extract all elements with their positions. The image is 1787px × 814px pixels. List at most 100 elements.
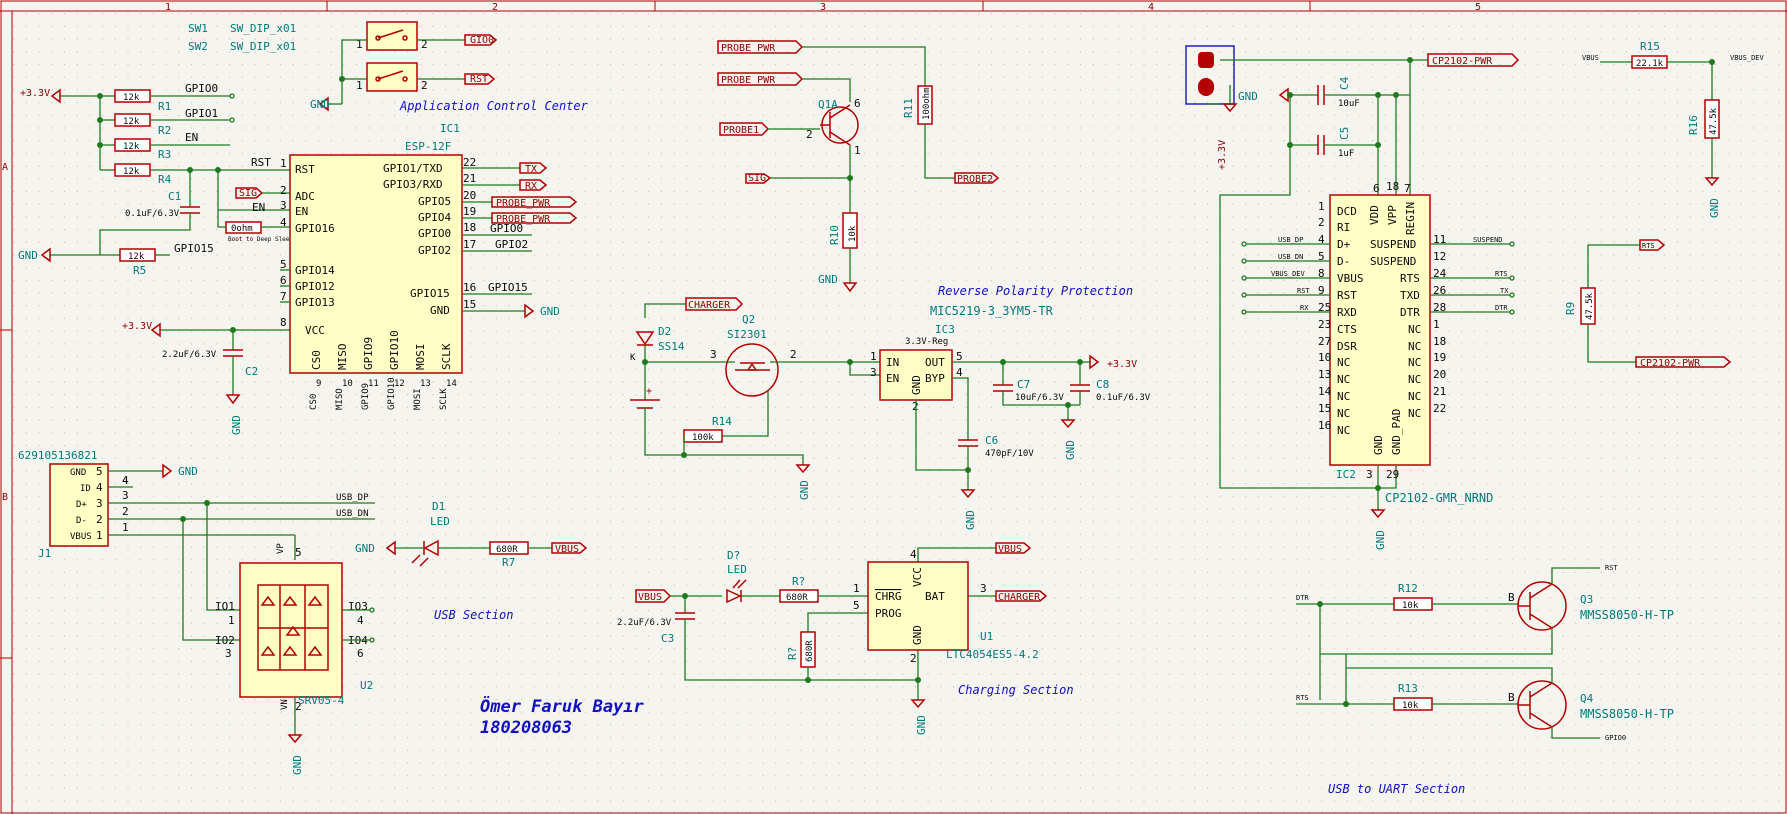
svg-text:SUSPEND: SUSPEND <box>1370 255 1416 268</box>
net-label-probe-pwr[interactable] <box>717 72 804 86</box>
svg-text:Q4: Q4 <box>1580 692 1594 705</box>
charge-led-symbol[interactable] <box>726 588 742 604</box>
net-label-gio0[interactable] <box>464 34 498 46</box>
svg-text:6: 6 <box>357 647 364 660</box>
net-label-vbus[interactable] <box>995 542 1032 554</box>
r4-ref: R4 <box>158 173 172 186</box>
svg-text:RXD: RXD <box>1337 306 1357 319</box>
sw2-body[interactable] <box>366 62 418 92</box>
svg-text:7: 7 <box>280 290 287 303</box>
net-text: GPIO15 <box>488 281 528 294</box>
net-label-vbus[interactable] <box>551 542 588 554</box>
net-label-text: SIG <box>239 188 257 199</box>
svg-text:GND: GND <box>355 542 375 555</box>
ic1-value: ESP-12F <box>405 140 451 153</box>
svg-text:MIC5219-3_3YM5-TR: MIC5219-3_3YM5-TR <box>930 304 1054 318</box>
d2-symbol[interactable] <box>635 331 655 346</box>
svg-text:IC3: IC3 <box>935 323 955 336</box>
svg-text:47.5k: 47.5k <box>1709 107 1719 135</box>
svg-text:VBUS_DEV: VBUS_DEV <box>1730 54 1765 62</box>
svg-text:680R: 680R <box>786 593 808 603</box>
svg-text:IO2: IO2 <box>215 634 235 647</box>
net-label-cp2102-pwr[interactable] <box>1427 53 1520 67</box>
col-label: 4 <box>1148 2 1154 13</box>
svg-text:CP2102-PWR: CP2102-PWR <box>1640 358 1701 369</box>
probe-circuit: PROBE_PWR 100ohm R11 PROBE2 PROBE_PWR 6 … <box>717 40 1000 293</box>
svg-text:21: 21 <box>463 172 476 185</box>
svg-text:REGIN: REGIN <box>1404 202 1417 235</box>
svg-text:MISO: MISO <box>336 344 349 371</box>
svg-text:GND: GND <box>291 755 304 775</box>
svg-text:1: 1 <box>122 521 129 534</box>
section-app-control: Application Control Center <box>399 99 589 113</box>
svg-text:U1: U1 <box>980 630 993 643</box>
net-label-probe-pwr[interactable] <box>491 212 578 224</box>
charger-ic-u1[interactable]: CHRG PROG BAT VCC 4 GND 2 U1 LTC4054ES5-… <box>867 548 1039 665</box>
svg-text:MMSS8050-H-TP: MMSS8050-H-TP <box>1580 707 1674 721</box>
svg-text:GND: GND <box>964 510 977 530</box>
author-name: Ömer Faruk Bayır <box>480 695 645 717</box>
net-label-sig[interactable] <box>745 173 772 184</box>
net-label-tx[interactable] <box>519 162 548 174</box>
svg-text:16: 16 <box>1318 419 1331 432</box>
c2-ref: C2 <box>245 365 258 378</box>
svg-text:NC: NC <box>1337 373 1350 386</box>
svg-text:SCLK: SCLK <box>439 388 449 410</box>
svg-text:Q1A: Q1A <box>818 98 838 111</box>
r-value: 12k <box>128 252 145 262</box>
svg-text:5: 5 <box>956 350 963 363</box>
svg-text:NC: NC <box>1408 373 1421 386</box>
svg-text:R?: R? <box>786 647 799 660</box>
net-label-cp2102-pwr[interactable] <box>1635 356 1732 368</box>
svg-text:NC: NC <box>1408 356 1421 369</box>
svg-text:J1: J1 <box>38 547 51 560</box>
svg-text:RTS: RTS <box>1642 242 1655 250</box>
author-student-id: 180208063 <box>480 718 572 738</box>
q2-symbol[interactable] <box>725 343 779 397</box>
net-label-vbus[interactable] <box>635 589 672 603</box>
net-label-rx[interactable] <box>519 179 548 191</box>
net-label-probe1[interactable] <box>719 122 770 136</box>
net-label-sig[interactable] <box>235 187 264 199</box>
svg-text:GND: GND <box>430 304 450 317</box>
net-label-probe-pwr[interactable] <box>717 40 804 54</box>
svg-text:CP2102-GMR_NRND: CP2102-GMR_NRND <box>1385 491 1493 505</box>
svg-text:PROBE2: PROBE2 <box>957 174 993 185</box>
svg-text:1uF: 1uF <box>1338 149 1354 159</box>
net-label-probe-pwr[interactable] <box>491 196 578 208</box>
svg-text:PROG: PROG <box>875 607 902 620</box>
svg-text:GPIO10: GPIO10 <box>388 330 401 370</box>
svg-text:VBUS_DEV: VBUS_DEV <box>1271 270 1306 278</box>
svg-text:B: B <box>1508 691 1515 704</box>
svg-text:12: 12 <box>1433 250 1446 263</box>
net-label-rts[interactable] <box>1639 239 1666 251</box>
right-passives: VBUS 22.1k R15 VBUS_DEV 47.5k R16 GND RT… <box>1564 40 1765 369</box>
c1-ref: C1 <box>168 190 181 203</box>
svg-text:SCLK: SCLK <box>440 343 453 370</box>
ldo-regulator[interactable]: MIC5219-3_3YM5-TR IC3 3.3V-Reg IN1 EN3 O… <box>870 304 1151 530</box>
sw1-value: SW_DIP_x01 <box>230 22 296 35</box>
cp2102-net-stubs: USB_DP USB_DN VBUS_DEV RST RX SUSPEND RT… <box>1241 236 1515 315</box>
svg-text:GPIO13: GPIO13 <box>295 296 335 309</box>
svg-text:R?: R? <box>792 575 805 588</box>
svg-text:22: 22 <box>1433 402 1446 415</box>
net-label-charger[interactable] <box>995 590 1048 602</box>
svg-text:5: 5 <box>295 546 302 559</box>
svg-text:GND: GND <box>910 375 923 395</box>
svg-text:GND: GND <box>1238 90 1258 103</box>
sw1-body[interactable] <box>366 21 418 51</box>
net-label-rst[interactable] <box>464 73 496 85</box>
net-label-charger[interactable] <box>685 297 744 311</box>
svg-text:Q2: Q2 <box>742 313 755 326</box>
net-text: GPIO15 <box>174 242 214 255</box>
svg-text:GPIO9: GPIO9 <box>361 383 371 410</box>
gnd-label: GND <box>540 305 560 318</box>
svg-text:K: K <box>630 353 636 363</box>
net-label-probe2[interactable] <box>954 172 1000 184</box>
svg-text:D?: D? <box>727 549 740 562</box>
svg-text:LTC4054ES5-4.2: LTC4054ES5-4.2 <box>946 648 1039 661</box>
